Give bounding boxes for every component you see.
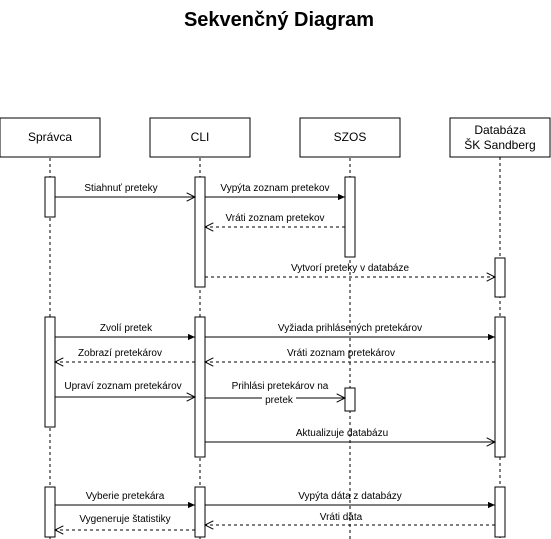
message-label-vrati-data: Vráti dáta xyxy=(320,512,363,523)
participant-db: Databáza ŠK Sandberg xyxy=(449,117,551,158)
participant-db-label-line1: Databáza xyxy=(474,123,526,137)
participant-spravca: Správca xyxy=(0,117,101,158)
participant-szos-label: SZOS xyxy=(334,130,367,144)
message-label-stiahnut-preteky: Stiahnuť preteky xyxy=(84,183,157,194)
message-label-zobrazi-pretekarov: Zobrazí pretekárov xyxy=(78,348,162,359)
activation-db-2 xyxy=(494,316,506,458)
message-label-prihlasi-line2: pretek xyxy=(265,395,294,406)
participant-spravca-label: Správca xyxy=(28,130,72,144)
diagram-title: Sekvenčný Diagram xyxy=(184,9,374,31)
message-label-vypyta-zoznam-pretekov: Vypýta zoznam pretekov xyxy=(220,183,329,194)
participant-db-label-line2: ŠK Sandberg xyxy=(464,137,535,152)
activation-db-1 xyxy=(494,257,506,298)
message-label-background xyxy=(262,394,296,405)
message-label-aktualizuje-databazu: Aktualizuje databázu xyxy=(296,428,388,439)
activation-spravca-3 xyxy=(44,486,56,538)
message-label-vytvori-preteky: Vytvorí preteky v databáze xyxy=(291,263,409,274)
message-label-vrati-zoznam-pretekarov: Vráti zoznam pretekárov xyxy=(287,348,395,359)
activation-szos-2 xyxy=(344,387,356,412)
activation-szos-1 xyxy=(344,176,356,258)
message-label-vypyta-data: Vypýta dáta z databázy xyxy=(298,491,402,502)
participant-cli: CLI xyxy=(149,117,251,158)
message-label-vyberie-pretekara: Vyberie pretekára xyxy=(86,491,165,502)
activation-cli-1 xyxy=(194,176,206,288)
activation-cli-3 xyxy=(194,486,206,538)
message-label-zvoli-pretek: Zvolí pretek xyxy=(100,323,153,334)
message-label-vyziada-prihlasenych: Vyžiada prihlásených pretekárov xyxy=(278,323,422,334)
message-label-vygeneruje-statistiky: Vygeneruje štatistiky xyxy=(79,514,170,525)
participant-szos: SZOS xyxy=(299,117,401,158)
activation-cli-2 xyxy=(194,316,206,458)
message-label-upravi-zoznam: Upraví zoznam pretekárov xyxy=(64,381,181,392)
activation-spravca-1 xyxy=(44,176,56,218)
message-label-vrati-zoznam-pretekov: Vráti zoznam pretekov xyxy=(225,213,324,224)
activation-db-3 xyxy=(494,486,506,538)
participant-cli-label: CLI xyxy=(191,130,210,144)
message-label-background xyxy=(224,380,336,392)
message-label-prihlasi-line1: Prihlási pretekárov na xyxy=(232,381,329,392)
activation-spravca-2 xyxy=(44,316,56,428)
